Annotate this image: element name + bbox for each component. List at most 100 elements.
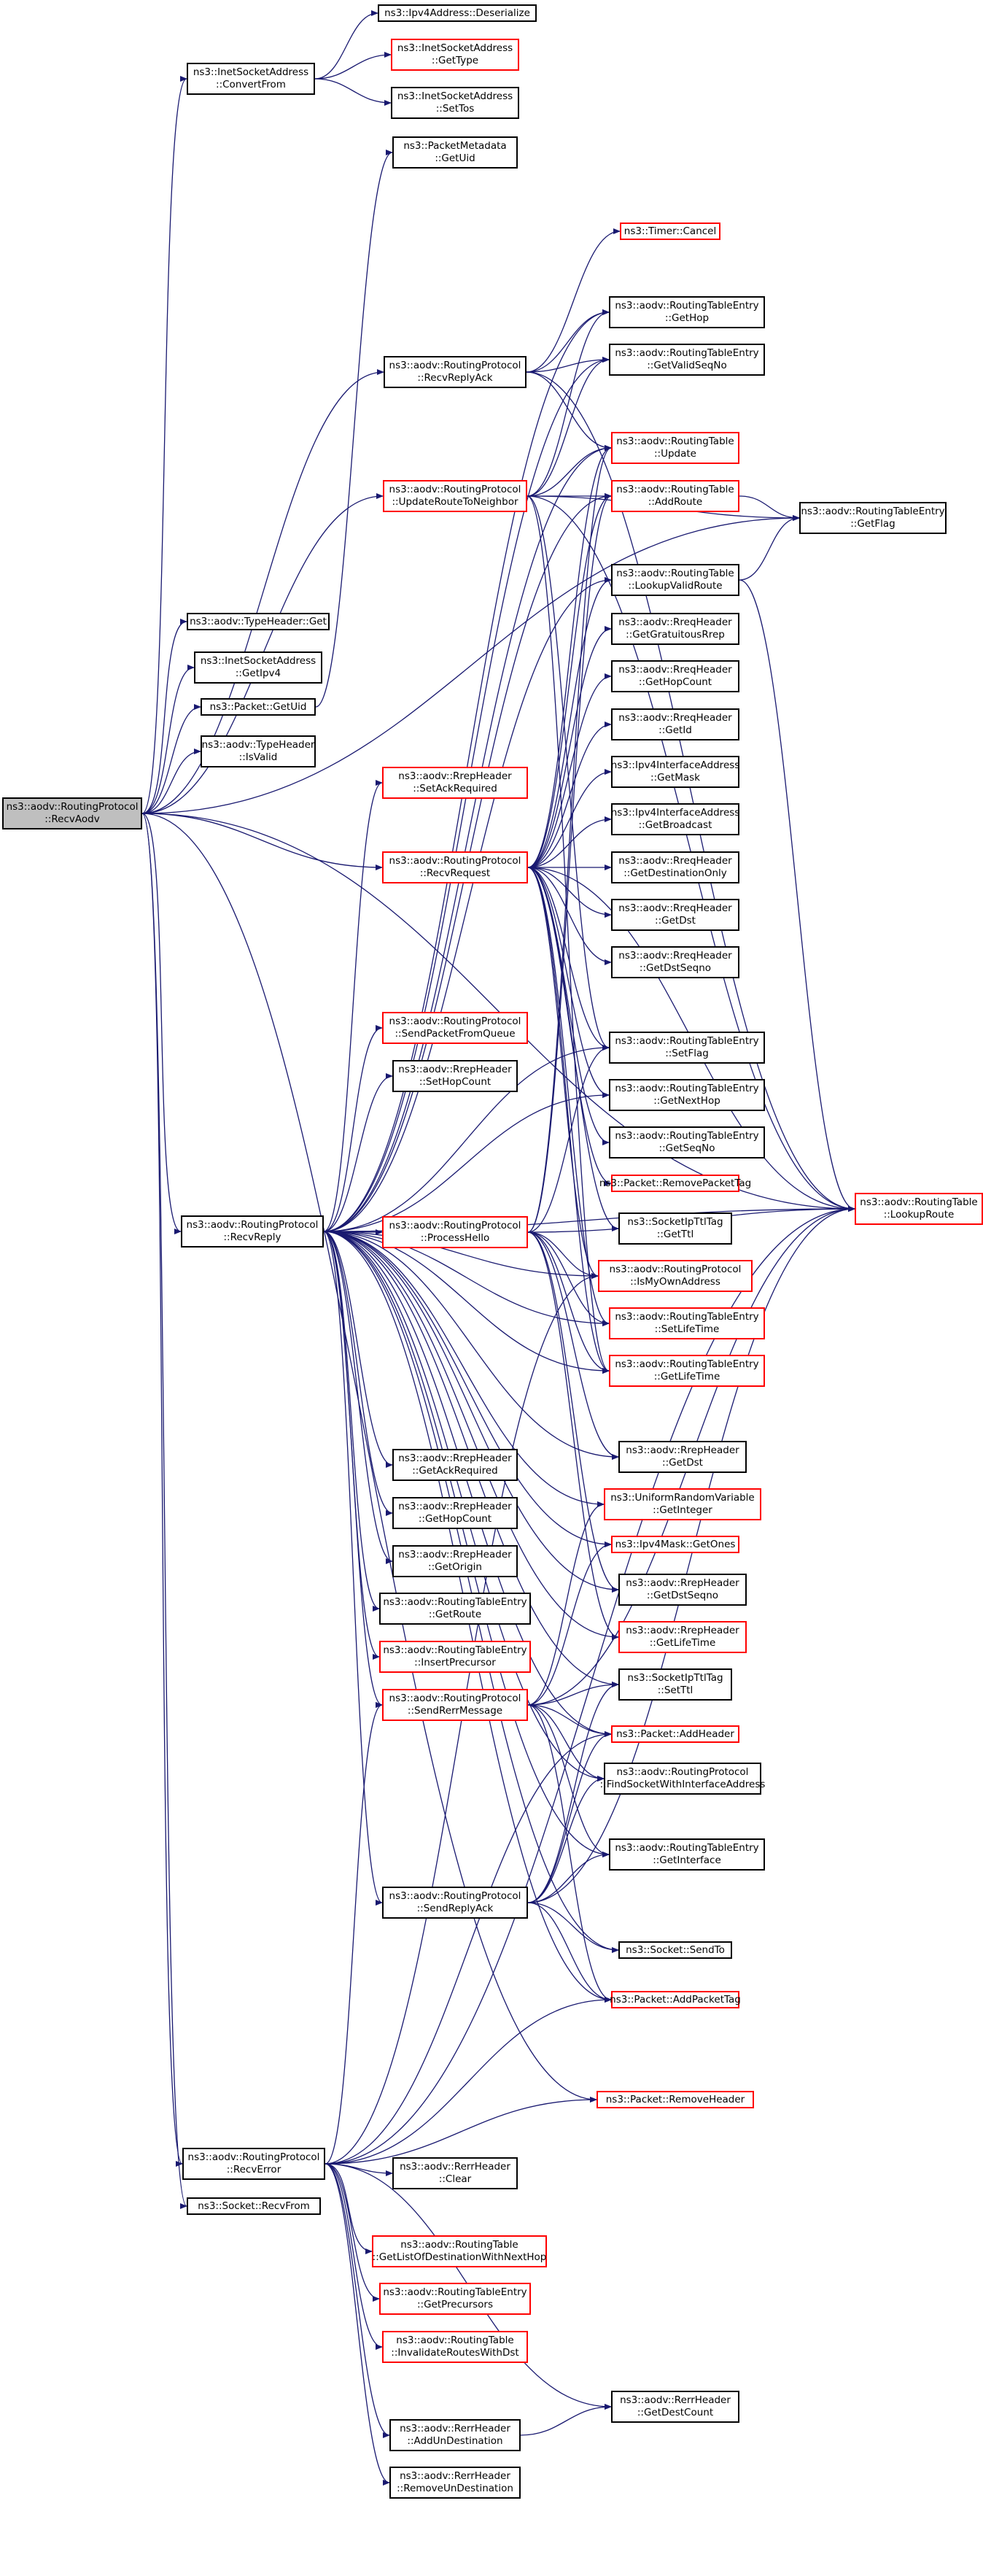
- node-rreq-gethopcount[interactable]: ns3::aodv::RreqHeader::GetHopCount: [611, 660, 739, 692]
- node-typeheader-isvalid[interactable]: ns3::aodv::TypeHeader::IsValid: [201, 735, 316, 767]
- node-pm-getuid[interactable]: ns3::PacketMetadata::GetUid: [392, 136, 518, 169]
- node-rte-getprecursors[interactable]: ns3::aodv::RoutingTableEntry::GetPrecurs…: [379, 2283, 531, 2315]
- node-rt-update[interactable]: ns3::aodv::RoutingTable::Update: [611, 432, 739, 464]
- node-findsocket[interactable]: ns3::aodv::RoutingProtocol::FindSocketWi…: [600, 1763, 765, 1795]
- node-sendreplyack[interactable]: ns3::aodv::RoutingProtocol::SendReplyAck: [382, 1887, 528, 1919]
- node-label: ns3::aodv::RoutingProtocol: [6, 801, 139, 813]
- node-processhello[interactable]: ns3::aodv::RoutingProtocol::ProcessHello: [382, 1216, 528, 1248]
- edge-recvreplyack-to-timer-cancel: [526, 228, 621, 373]
- node-ipv4deser[interactable]: ns3::Ipv4Address::Deserialize: [378, 4, 537, 22]
- node-rte-getinterface[interactable]: ns3::aodv::RoutingTableEntry::GetInterfa…: [609, 1838, 765, 1871]
- node-rreq-getdstseqno[interactable]: ns3::aodv::RreqHeader::GetDstSeqno: [611, 946, 739, 978]
- node-rte-setlifetime[interactable]: ns3::aodv::RoutingTableEntry::SetLifeTim…: [609, 1307, 765, 1339]
- node-rte-gethop[interactable]: ns3::aodv::RoutingTableEntry::GetHop: [609, 296, 765, 328]
- node-rrep-getackreq[interactable]: ns3::aodv::RrepHeader::GetAckRequired: [392, 1449, 518, 1481]
- edge-processhello-to-rte-setflag: [527, 1045, 610, 1233]
- node-rte-getnexthop[interactable]: ns3::aodv::RoutingTableEntry::GetNextHop: [609, 1079, 765, 1111]
- edge-recvrequest-to-rreq-getdst: [527, 867, 612, 918]
- node-socket-sendto[interactable]: ns3::Socket::SendTo: [618, 1941, 732, 1959]
- node-label: ns3::SocketIpTtlTag: [627, 1216, 723, 1228]
- node-rt-addroute[interactable]: ns3::aodv::RoutingTable::AddRoute: [611, 480, 739, 512]
- node-timer-cancel[interactable]: ns3::Timer::Cancel: [620, 223, 720, 240]
- edge-recvreply-to-sendreplyack: [323, 1231, 383, 1906]
- node-label: ns3::aodv::TypeHeader: [201, 739, 315, 751]
- node-label: ns3::aodv::RreqHeader: [618, 664, 732, 676]
- node-rte-setflag[interactable]: ns3::aodv::RoutingTableEntry::SetFlag: [609, 1032, 765, 1064]
- edge-recverror-to-rt-lookuproute: [325, 1206, 855, 2165]
- node-rte-getvalidseqno[interactable]: ns3::aodv::RoutingTableEntry::GetValidSe…: [609, 344, 765, 376]
- node-label: ns3::aodv::RoutingProtocol: [186, 1219, 319, 1231]
- node-recvrequest[interactable]: ns3::aodv::RoutingProtocol::RecvRequest: [382, 851, 528, 883]
- node-sendrerrmsg[interactable]: ns3::aodv::RoutingProtocol::SendRerrMess…: [382, 1689, 528, 1721]
- node-rrep-getlifetime[interactable]: ns3::aodv::RrepHeader::GetLifeTime: [618, 1621, 747, 1653]
- node-rreq-getdestonly[interactable]: ns3::aodv::RreqHeader::GetDestinationOnl…: [611, 851, 739, 883]
- edge-processhello-to-rt-addroute: [527, 493, 612, 1233]
- node-label: ::GetIpv4: [235, 668, 281, 679]
- node-rerr-getdestcount[interactable]: ns3::aodv::RerrHeader::GetDestCount: [611, 2391, 739, 2423]
- edge-recvreply-to-rt-update: [323, 445, 612, 1232]
- node-rerr-removeun[interactable]: ns3::aodv::RerrHeader::RemoveUnDestinati…: [389, 2467, 521, 2499]
- node-rreq-getgrat[interactable]: ns3::aodv::RreqHeader::GetGratuitousRrep: [611, 613, 739, 645]
- node-label: ns3::aodv::RoutingTableEntry: [383, 1644, 527, 1656]
- node-sendpktqueue[interactable]: ns3::aodv::RoutingProtocol::SendPacketFr…: [382, 1012, 528, 1044]
- node-recverror[interactable]: ns3::aodv::RoutingProtocol::RecvError: [182, 2148, 325, 2180]
- node-rrep-getdst[interactable]: ns3::aodv::RrepHeader::GetDst: [618, 1441, 747, 1473]
- edge-updateroute-to-rte-getvalidseqno: [527, 357, 610, 497]
- node-inet-gettype[interactable]: ns3::InetSocketAddress::GetType: [391, 39, 519, 71]
- node-sipttl-setttl[interactable]: ns3::SocketIpTtlTag::SetTtl: [618, 1668, 732, 1701]
- node-rrep-getorigin[interactable]: ns3::aodv::RrepHeader::GetOrigin: [392, 1545, 518, 1577]
- node-rte-insertprecursor[interactable]: ns3::aodv::RoutingTableEntry::InsertPrec…: [379, 1641, 531, 1673]
- edge-sendrerrmsg-to-ipv4mask-getones: [527, 1542, 612, 1706]
- node-label: ns3::aodv::RoutingTableEntry: [615, 1130, 759, 1142]
- node-packet-getuid[interactable]: ns3::Packet::GetUid: [201, 698, 316, 716]
- node-ismyown[interactable]: ns3::aodv::RoutingProtocol::IsMyOwnAddre…: [598, 1260, 753, 1292]
- node-rt-getlistdest[interactable]: ns3::aodv::RoutingTable::GetListOfDestin…: [372, 2235, 547, 2267]
- node-ipv4if-getmask[interactable]: ns3::Ipv4InterfaceAddress::GetMask: [611, 756, 739, 788]
- node-convertfrom[interactable]: ns3::InetSocketAddress::ConvertFrom: [187, 63, 315, 95]
- node-rte-getflag[interactable]: ns3::aodv::RoutingTableEntry::GetFlag: [799, 502, 947, 534]
- node-urv-getinteger[interactable]: ns3::UniformRandomVariable::GetInteger: [604, 1488, 761, 1520]
- node-socket-recvfrom[interactable]: ns3::Socket::RecvFrom: [187, 2197, 321, 2215]
- edge-recvreply-to-rte-getlifetime: [323, 1231, 610, 1374]
- node-label: ns3::aodv::RrepHeader: [626, 1444, 739, 1456]
- node-label: ns3::aodv::RoutingTable: [396, 2335, 514, 2346]
- node-rte-getlifetime[interactable]: ns3::aodv::RoutingTableEntry::GetLifeTim…: [609, 1355, 765, 1387]
- node-rt-lookupvalid[interactable]: ns3::aodv::RoutingTable::LookupValidRout…: [611, 564, 739, 596]
- edge-rerr-addun-to-rerr-getdestcount: [520, 2404, 612, 2436]
- node-packet-addheader[interactable]: ns3::Packet::AddHeader: [611, 1725, 739, 1743]
- node-rt-invalidate[interactable]: ns3::aodv::RoutingTable::InvalidateRoute…: [382, 2331, 528, 2363]
- node-ipv4mask-getones[interactable]: ns3::Ipv4Mask::GetOnes: [611, 1536, 739, 1553]
- node-rrep-getdstseqno[interactable]: ns3::aodv::RrepHeader::GetDstSeqno: [618, 1574, 747, 1606]
- edge-processhello-to-rt-update: [527, 445, 612, 1233]
- node-label: ns3::aodv::RoutingTableEntry: [801, 506, 945, 517]
- node-label: ::GetNextHop: [653, 1095, 720, 1107]
- node-rte-getseqno[interactable]: ns3::aodv::RoutingTableEntry::GetSeqNo: [609, 1126, 765, 1159]
- node-recvaodv: ns3::aodv::RoutingProtocol::RecvAodv: [2, 797, 142, 829]
- node-recvreply[interactable]: ns3::aodv::RoutingProtocol::RecvReply: [181, 1215, 324, 1248]
- node-rrep-sethopcount[interactable]: ns3::aodv::RrepHeader::SetHopCount: [392, 1060, 518, 1092]
- node-label: ::RemoveUnDestination: [397, 2483, 513, 2494]
- node-ipv4if-getbcast[interactable]: ns3::Ipv4InterfaceAddress::GetBroadcast: [611, 803, 739, 835]
- edge-updateroute-to-rte-getlifetime: [527, 495, 610, 1374]
- node-rerr-addun[interactable]: ns3::aodv::RerrHeader::AddUnDestination: [389, 2419, 521, 2451]
- node-label: ns3::aodv::RoutingProtocol: [609, 1264, 742, 1275]
- node-rerr-clear[interactable]: ns3::aodv::RerrHeader::Clear: [392, 2157, 518, 2189]
- node-packet-addtag[interactable]: ns3::Packet::AddPacketTag: [610, 1991, 741, 2008]
- node-rt-lookuproute[interactable]: ns3::aodv::RoutingTable::LookupRoute: [855, 1193, 983, 1225]
- node-inet-settos[interactable]: ns3::InetSocketAddress::SetTos: [391, 87, 519, 119]
- node-rrep-setackreq[interactable]: ns3::aodv::RrepHeader::SetAckRequired: [382, 767, 528, 799]
- node-label: ::LookupValidRoute: [628, 580, 723, 592]
- node-rrep-gethopcount[interactable]: ns3::aodv::RrepHeader::GetHopCount: [392, 1497, 518, 1529]
- node-packet-removeheader[interactable]: ns3::Packet::RemoveHeader: [597, 2091, 754, 2108]
- node-sipttl-getttl[interactable]: ns3::SocketIpTtlTag::GetTtl: [618, 1212, 732, 1245]
- node-packet-removetag[interactable]: ns3::Packet::RemovePacketTag: [599, 1175, 751, 1192]
- edge-rt-lookupvalid-to-rt-lookuproute: [739, 579, 855, 1212]
- node-label: ::GetDestCount: [637, 2407, 714, 2418]
- node-typeheader-get[interactable]: ns3::aodv::TypeHeader::Get: [187, 613, 330, 630]
- node-rte-getroute[interactable]: ns3::aodv::RoutingTableEntry::GetRoute: [379, 1593, 531, 1625]
- node-recvreplyack[interactable]: ns3::aodv::RoutingProtocol::RecvReplyAck: [384, 356, 527, 388]
- node-rreq-getid[interactable]: ns3::aodv::RreqHeader::GetId: [611, 708, 739, 740]
- node-inet-getipv4[interactable]: ns3::InetSocketAddress::GetIpv4: [194, 651, 322, 684]
- node-updateroute[interactable]: ns3::aodv::RoutingProtocol::UpdateRouteT…: [383, 480, 527, 512]
- node-rreq-getdst[interactable]: ns3::aodv::RreqHeader::GetDst: [611, 899, 739, 931]
